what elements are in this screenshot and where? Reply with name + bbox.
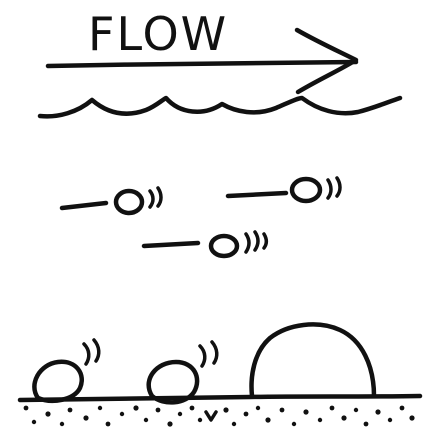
flow-label: FLOW (88, 7, 228, 61)
motion-trail (62, 203, 106, 208)
suspended-particle (228, 178, 340, 201)
motion-marks (246, 232, 266, 252)
flow-arrow-shaft (48, 62, 356, 66)
motion-marks (328, 178, 340, 198)
bed-mound (252, 324, 374, 396)
motion-marks (84, 340, 99, 364)
motion-trail (144, 243, 198, 246)
river-bed-line (20, 396, 420, 400)
water-surface-wave (40, 98, 400, 116)
suspended-particle (62, 188, 161, 213)
motion-trail (228, 193, 286, 196)
particle (116, 191, 142, 213)
bed-particle (34, 340, 98, 401)
particle (211, 236, 237, 256)
suspended-particle (144, 232, 266, 256)
motion-marks (200, 342, 217, 366)
particle (292, 179, 320, 201)
particle (34, 362, 81, 401)
bed-particle (149, 342, 217, 402)
motion-marks (150, 188, 161, 207)
sediment-dots (24, 405, 415, 426)
